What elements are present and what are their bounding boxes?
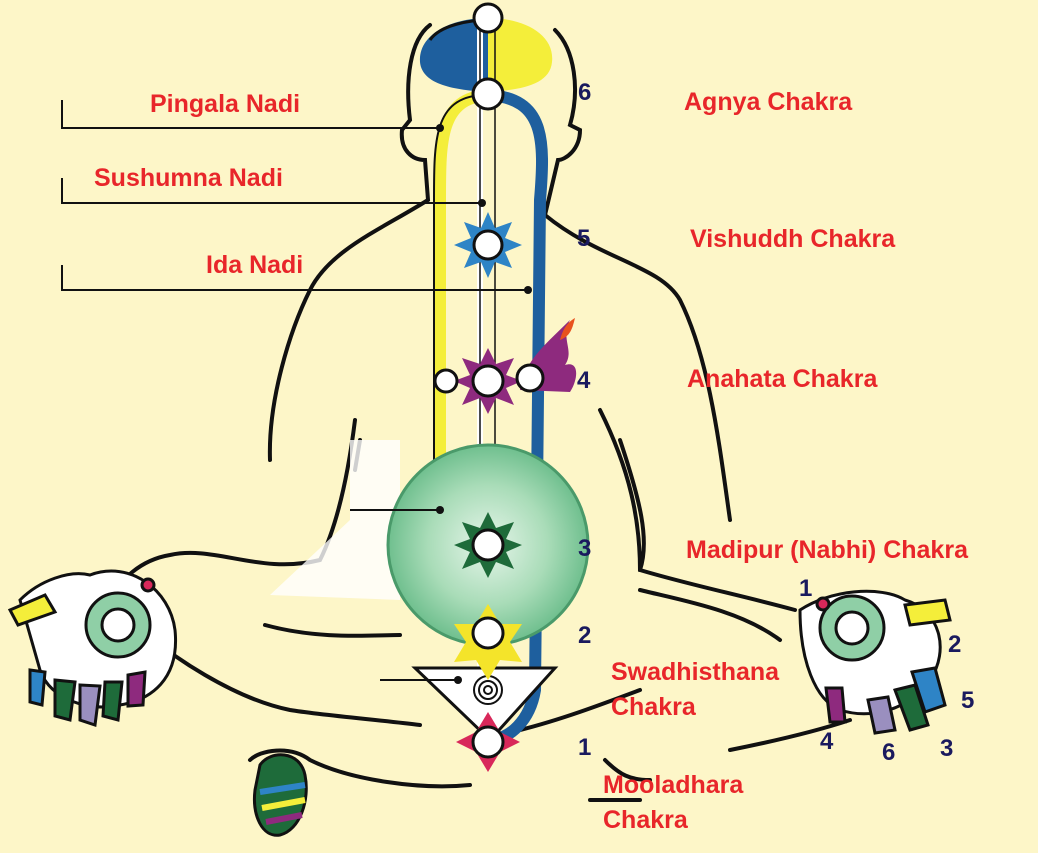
ida-nadi-label: Ida Nadi [206,251,303,279]
chakra-number-2: 2 [578,623,591,649]
anahata-node [435,318,576,414]
left-fist [254,755,306,836]
madipur-chakra-label: Madipur (Nabhi) Chakra [686,536,968,564]
hand-number-1: 1 [799,576,812,602]
anahata-chakra-label: Anahata Chakra [687,365,877,393]
pingala-nadi-label: Pingala Nadi [150,90,300,118]
agnya-node [473,79,503,109]
chakra-number-6: 6 [578,80,591,106]
left-heart-node [435,370,457,392]
hand-number-2: 2 [948,632,961,658]
hand-number-5: 5 [961,688,974,714]
sahasrara-node [474,4,502,32]
chakra-number-3: 3 [578,536,591,562]
chakra-number-1: 1 [578,735,591,761]
hand-number-4: 4 [820,729,833,755]
chakra-number-5: 5 [577,226,590,252]
chakra-number-4: 4 [577,368,590,394]
hand-number-6: 6 [882,740,895,766]
mooladhara-chakra-label-line1: Mooladhara [603,771,743,799]
mooladhara-chakra-label-line2: Chakra [603,806,688,834]
mooladhara-node [456,712,520,772]
swadhisthana-chakra-label-line2: Chakra [611,693,696,721]
right-heart-node [517,365,543,391]
agnya-chakra-label: Agnya Chakra [684,88,852,116]
vishuddh-chakra-label: Vishuddh Chakra [690,225,895,253]
swadhisthana-chakra-label-line1: Swadhisthana [611,658,779,686]
right-hand [800,591,950,733]
left-hand [10,571,176,725]
hand-number-3: 3 [940,736,953,762]
vishuddh-node [454,212,522,278]
sushumna-nadi-label: Sushumna Nadi [94,164,283,192]
